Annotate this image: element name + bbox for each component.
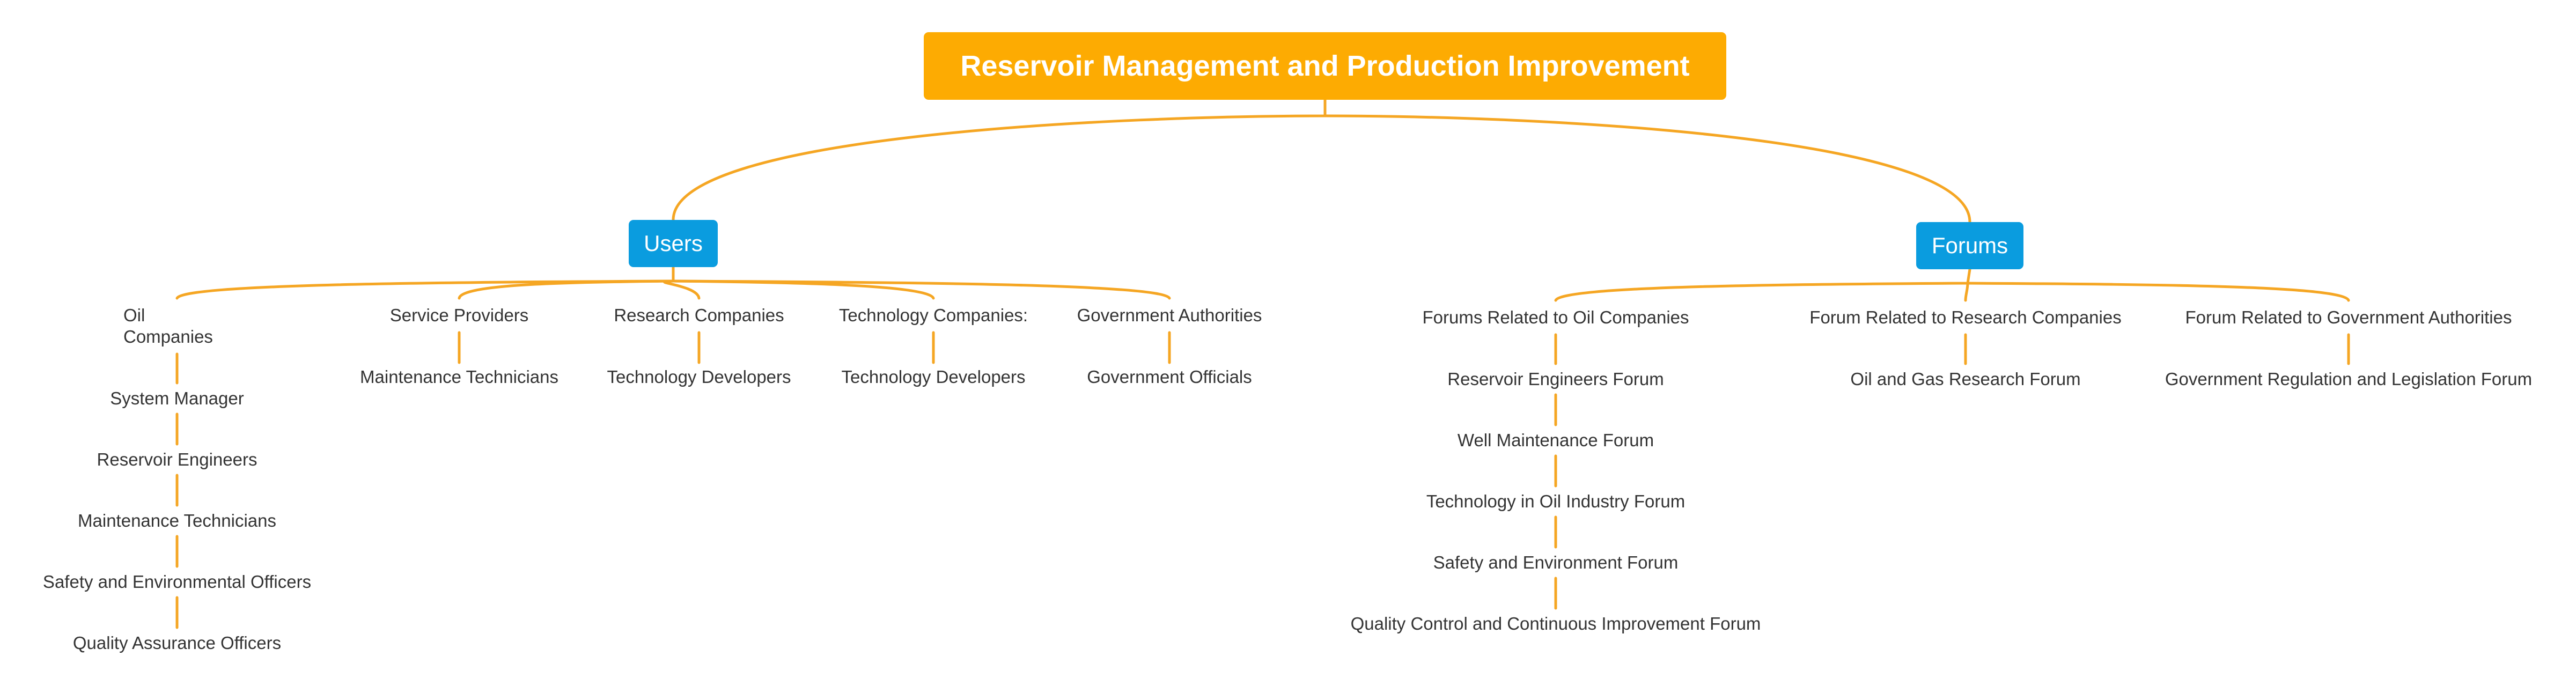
government-child-node[interactable]: Government Officials xyxy=(1087,367,1252,387)
forums-node[interactable]: Forums xyxy=(1916,222,2023,269)
connector-users-research xyxy=(663,279,701,300)
oil-companies-node[interactable]: Oil Companies xyxy=(123,305,213,346)
government-authorities-node[interactable]: Government Authorities xyxy=(1077,305,1262,325)
forums-oil-child-node[interactable]: Quality Control and Continuous Improveme… xyxy=(1350,614,1761,633)
technology-companies-node[interactable]: Technology Companies: xyxy=(838,305,1028,325)
forums-oil-child-node[interactable]: Safety and Environment Forum xyxy=(1433,552,1679,572)
forums-oil-child-node[interactable]: Reservoir Engineers Forum xyxy=(1447,369,1664,389)
connector-forums-oil xyxy=(1554,268,1971,302)
root-node[interactable]: Reservoir Management and Production Impr… xyxy=(924,32,1726,100)
service-child-node[interactable]: Maintenance Technicians xyxy=(360,367,558,387)
connector-root-users xyxy=(672,98,1327,222)
research-child-node[interactable]: Technology Developers xyxy=(607,367,791,387)
oil-child-node[interactable]: Quality Assurance Officers xyxy=(72,633,282,653)
oil-child-node[interactable]: System Manager xyxy=(110,388,244,408)
forums-oil-child-node[interactable]: Technology in Oil Industry Forum xyxy=(1426,491,1686,511)
oil-child-node[interactable]: Maintenance Technicians xyxy=(78,511,276,530)
oil-child-node[interactable]: Reservoir Engineers xyxy=(97,449,257,469)
forums-research-child-node[interactable]: Oil and Gas Research Forum xyxy=(1850,369,2081,389)
oil-child-node[interactable]: Safety and Environmental Officers xyxy=(42,572,312,592)
connector-forums-government xyxy=(1966,282,2350,302)
forums-oil-child-node[interactable]: Well Maintenance Forum xyxy=(1457,430,1654,450)
forums-government-node[interactable]: Forum Related to Government Authorities xyxy=(2185,307,2512,327)
service-providers-node[interactable]: Service Providers xyxy=(389,305,529,325)
connector-forums-research xyxy=(1964,282,1969,302)
connector-root-forums xyxy=(1323,114,1971,224)
users-node[interactable]: Users xyxy=(629,220,718,267)
connector-users-service xyxy=(458,279,675,300)
forums-research-node[interactable]: Forum Related to Research Companies xyxy=(1809,307,2122,327)
forums-oil-node[interactable]: Forums Related to Oil Companies xyxy=(1422,307,1689,327)
technology-child-node[interactable]: Technology Developers xyxy=(841,367,1026,387)
forums-government-child-node[interactable]: Government Regulation and Legislation Fo… xyxy=(2165,369,2533,389)
research-companies-node[interactable]: Research Companies xyxy=(614,305,784,325)
connector-users-government xyxy=(672,279,1171,300)
